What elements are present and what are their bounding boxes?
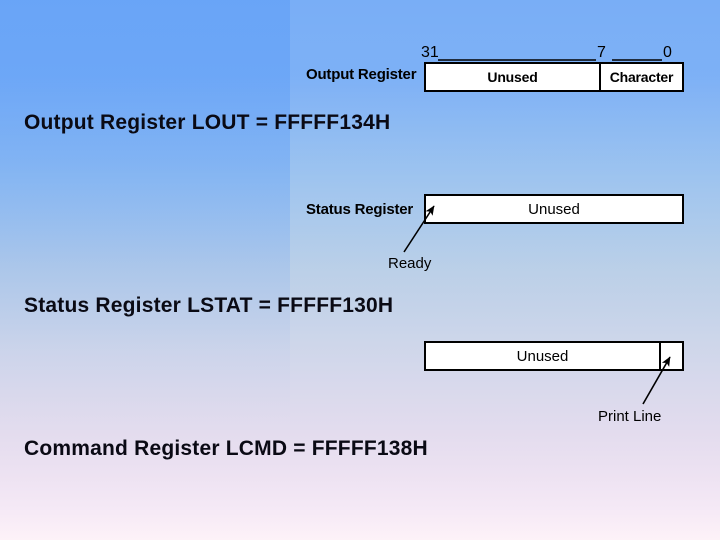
output-register-equation: Output Register LOUT = FFFFF134H xyxy=(24,111,391,134)
command-register-callout-print-line: Print Line xyxy=(598,408,662,425)
output-register-field-character: Character xyxy=(599,64,682,90)
status-register-field-unused: Unused xyxy=(528,200,580,218)
status-register-callout-ready: Ready xyxy=(388,255,432,272)
output-register-bit-tick-31: 31 xyxy=(421,44,439,61)
status-register-box: Unused xyxy=(424,194,684,224)
command-register-field-print-line-bit xyxy=(659,343,682,369)
output-register-label: Output Register xyxy=(306,66,417,83)
output-register-field-unused: Unused xyxy=(487,69,538,85)
status-register-equation: Status Register LSTAT = FFFFF130H xyxy=(24,294,394,317)
command-register-equation: Command Register LCMD = FFFFF138H xyxy=(24,437,428,460)
command-register-field-unused: Unused xyxy=(516,347,569,365)
status-register-label: Status Register xyxy=(306,201,414,218)
command-register-box: Unused xyxy=(424,341,684,371)
output-register-bit-tick-0: 0 xyxy=(663,44,672,61)
output-register-bit-tick-7: 7 xyxy=(597,44,606,61)
output-register-box: Unused Character xyxy=(424,62,684,92)
